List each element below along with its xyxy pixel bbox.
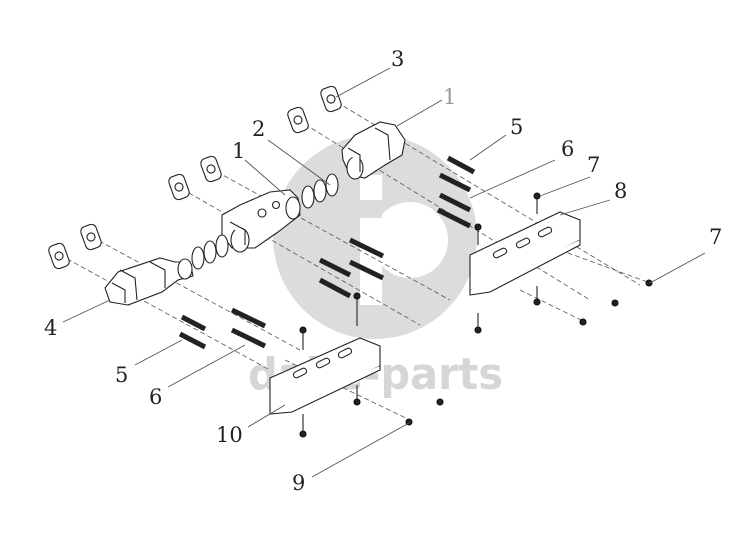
manifold-center bbox=[221, 189, 301, 253]
gasket bbox=[320, 85, 342, 113]
callout-1: 1 bbox=[232, 139, 245, 163]
gasket bbox=[168, 173, 190, 201]
manifold-left bbox=[104, 257, 194, 306]
heat-shield-left bbox=[269, 337, 381, 415]
watermark-logo-inner bbox=[372, 202, 448, 278]
bolts bbox=[178, 155, 476, 350]
callout-6-left: 6 bbox=[149, 385, 162, 409]
callout-5-left: 5 bbox=[115, 363, 128, 387]
callout-6-right: 6 bbox=[561, 137, 574, 161]
callout-10: 10 bbox=[216, 423, 243, 447]
callout-2: 2 bbox=[252, 117, 265, 141]
leader-lines bbox=[62, 67, 706, 478]
gasket bbox=[200, 155, 222, 183]
callout-7-upper: 7 bbox=[587, 153, 600, 177]
screws bbox=[299, 192, 653, 438]
heat-shield-right bbox=[469, 211, 581, 296]
callout-7-right: 7 bbox=[709, 225, 722, 249]
watermark-logo-stem bbox=[340, 200, 382, 218]
callout-5-right: 5 bbox=[510, 115, 523, 139]
callout-3: 3 bbox=[391, 47, 404, 71]
manifold-right bbox=[341, 121, 406, 180]
watermark-logo-bar bbox=[360, 175, 382, 305]
gasket bbox=[80, 223, 102, 251]
callout-8: 8 bbox=[614, 179, 627, 203]
seal-rings bbox=[191, 173, 339, 270]
gasket bbox=[48, 242, 70, 270]
callout-1-faint: 1 bbox=[443, 85, 456, 109]
callout-4: 4 bbox=[44, 316, 57, 340]
gasket bbox=[287, 106, 309, 134]
gaskets bbox=[48, 85, 342, 270]
callouts: 3 1 2 1 5 6 7 8 7 4 5 6 10 9 bbox=[44, 47, 722, 495]
callout-9: 9 bbox=[292, 471, 305, 495]
